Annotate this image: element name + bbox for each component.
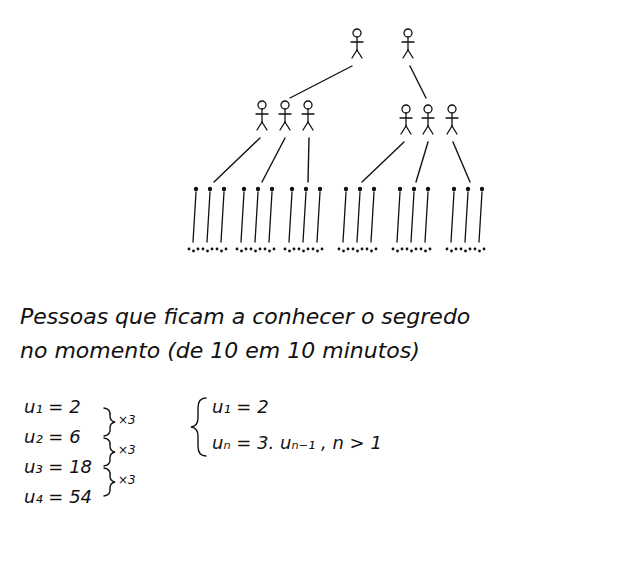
ratio-note: ×3 bbox=[118, 413, 136, 427]
person-figure bbox=[446, 105, 458, 134]
child-mark bbox=[338, 187, 350, 253]
person-figure bbox=[351, 29, 363, 58]
caption-note: Pessoas que ficam a conhecer o segredo n… bbox=[20, 300, 490, 368]
child-mark bbox=[216, 187, 228, 253]
tree-branch bbox=[416, 142, 428, 182]
person-figure bbox=[422, 105, 434, 134]
child-mark bbox=[460, 187, 472, 253]
child-mark bbox=[446, 187, 458, 253]
recurrence-line: u₁ = 2 bbox=[212, 396, 269, 417]
tree-branch bbox=[362, 142, 404, 182]
person-figure bbox=[400, 105, 412, 134]
child-mark bbox=[250, 187, 262, 253]
sequence-term: u₃ = 18 bbox=[24, 456, 92, 477]
child-mark bbox=[298, 187, 310, 253]
sequence-term: u₁ = 2 bbox=[24, 396, 81, 417]
tree-branch bbox=[453, 142, 470, 182]
sequence-term: u₄ = 54 bbox=[24, 486, 92, 507]
bracket bbox=[104, 468, 115, 496]
child-mark bbox=[352, 187, 364, 253]
ratio-note: ×3 bbox=[118, 473, 136, 487]
person-figure bbox=[256, 101, 268, 130]
sequence-term: u₂ = 6 bbox=[24, 426, 81, 447]
tree-branch bbox=[214, 138, 260, 182]
person-figure bbox=[402, 29, 414, 58]
tree-branch bbox=[290, 66, 352, 98]
child-mark bbox=[366, 187, 378, 253]
child-mark bbox=[312, 187, 324, 253]
tree-branch bbox=[308, 138, 309, 182]
person-figure bbox=[302, 101, 314, 130]
child-mark bbox=[264, 187, 276, 253]
child-mark bbox=[188, 187, 200, 253]
child-mark bbox=[202, 187, 214, 253]
child-mark bbox=[392, 187, 404, 253]
ratio-note: ×3 bbox=[118, 443, 136, 457]
system-brace bbox=[191, 398, 206, 456]
child-mark bbox=[406, 187, 418, 253]
child-mark bbox=[236, 187, 248, 253]
child-mark bbox=[284, 187, 296, 253]
bracket bbox=[104, 408, 115, 436]
recurrence-line: uₙ = 3. uₙ₋₁ , n > 1 bbox=[212, 432, 382, 453]
tree-branch bbox=[262, 138, 285, 182]
child-mark bbox=[474, 187, 486, 253]
tree-branch bbox=[410, 66, 426, 98]
child-mark bbox=[420, 187, 432, 253]
person-figure bbox=[279, 101, 291, 130]
bracket bbox=[104, 438, 115, 466]
